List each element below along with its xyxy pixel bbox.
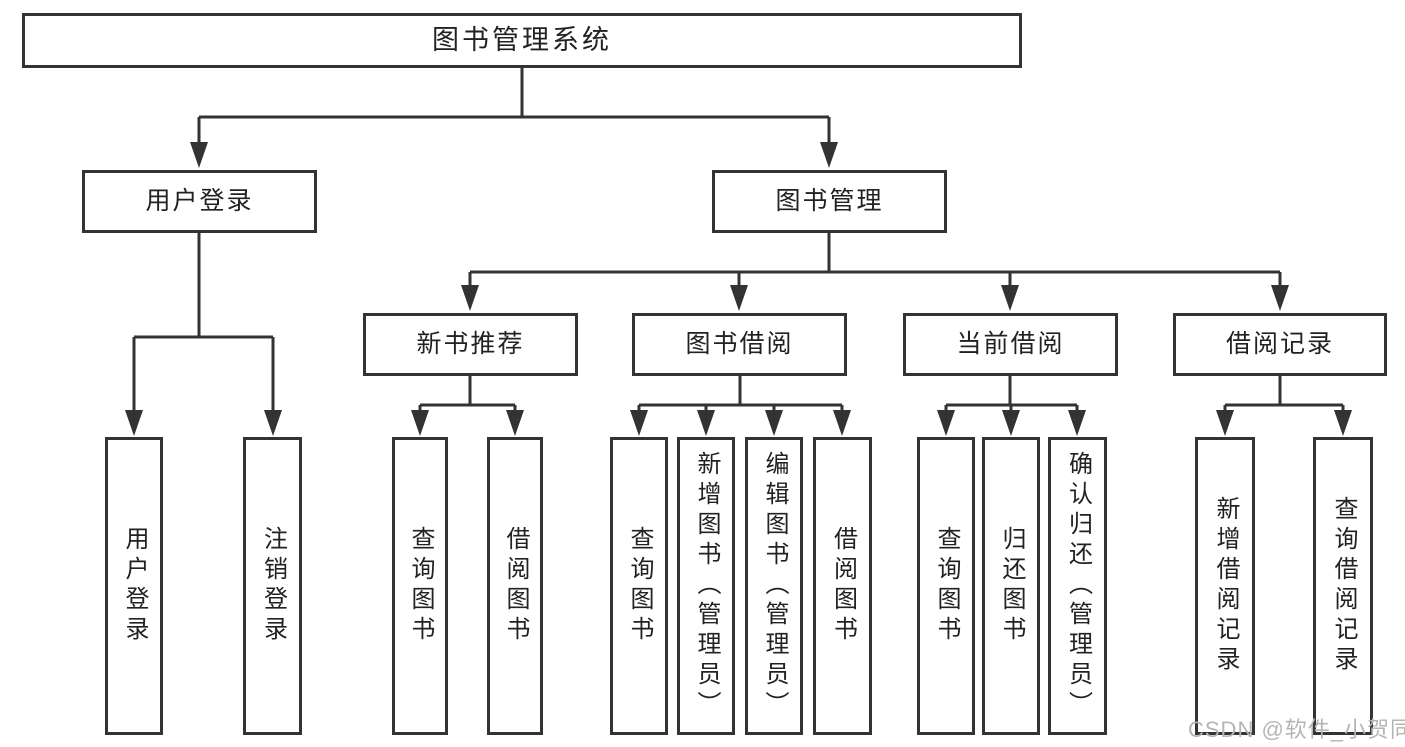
node-label: 图书借阅 bbox=[685, 330, 794, 358]
node-library-system: 图书管理系统 bbox=[22, 13, 1022, 68]
node-label: 新增借阅记录 bbox=[1212, 496, 1239, 676]
leaf-return-books: 归还图书 bbox=[982, 437, 1040, 735]
node-label: 借阅记录 bbox=[1225, 330, 1334, 358]
leaf-confirm-return-admin: 确认归还（管理员） bbox=[1048, 437, 1107, 735]
node-new-book-recommend: 新书推荐 bbox=[363, 313, 578, 376]
leaf-edit-books-admin: 编辑图书（管理员） bbox=[745, 437, 803, 735]
node-book-borrowing: 图书借阅 bbox=[632, 313, 847, 376]
node-book-management: 图书管理 bbox=[712, 170, 947, 233]
leaf-add-borrow-record: 新增借阅记录 bbox=[1195, 437, 1255, 735]
arrowheads bbox=[125, 142, 1352, 436]
node-label: 新书推荐 bbox=[416, 330, 525, 358]
node-label: 编辑图书（管理员） bbox=[761, 451, 788, 721]
leaf-query-books-borrowing: 查询图书 bbox=[610, 437, 668, 735]
node-label: 借阅图书 bbox=[829, 526, 857, 646]
watermark-text: CSDN @软件_小贺同学 bbox=[1188, 717, 1405, 742]
node-label: 归还图书 bbox=[998, 526, 1025, 646]
node-label: 确认归还（管理员） bbox=[1064, 451, 1092, 721]
node-label: 查询图书 bbox=[933, 526, 960, 646]
node-label: 注销登录 bbox=[259, 526, 287, 646]
node-label: 查询借阅记录 bbox=[1330, 496, 1357, 676]
leaf-query-borrow-record: 查询借阅记录 bbox=[1313, 437, 1373, 735]
node-label: 查询图书 bbox=[626, 526, 653, 646]
node-label: 图书管理系统 bbox=[432, 25, 612, 55]
leaf-logout: 注销登录 bbox=[243, 437, 302, 735]
node-label: 用户登录 bbox=[145, 187, 254, 215]
node-current-borrowing: 当前借阅 bbox=[903, 313, 1118, 376]
node-label: 借阅图书 bbox=[502, 526, 529, 646]
node-borrow-records: 借阅记录 bbox=[1173, 313, 1387, 376]
node-label: 新增图书（管理员） bbox=[693, 451, 720, 721]
leaf-borrow-books-borrowing: 借阅图书 bbox=[813, 437, 872, 735]
node-label: 图书管理 bbox=[775, 187, 884, 215]
node-label: 当前借阅 bbox=[956, 330, 1065, 358]
leaf-user-login: 用户登录 bbox=[105, 437, 163, 735]
leaf-query-books-recommend: 查询图书 bbox=[392, 437, 448, 735]
node-user-login: 用户登录 bbox=[82, 170, 317, 233]
leaf-query-books-current: 查询图书 bbox=[917, 437, 975, 735]
node-label: 查询图书 bbox=[407, 526, 434, 646]
connector-lines bbox=[132, 68, 1345, 412]
leaf-add-books-admin: 新增图书（管理员） bbox=[677, 437, 735, 735]
node-label: 用户登录 bbox=[121, 526, 148, 646]
leaf-borrow-books-recommend: 借阅图书 bbox=[487, 437, 543, 735]
